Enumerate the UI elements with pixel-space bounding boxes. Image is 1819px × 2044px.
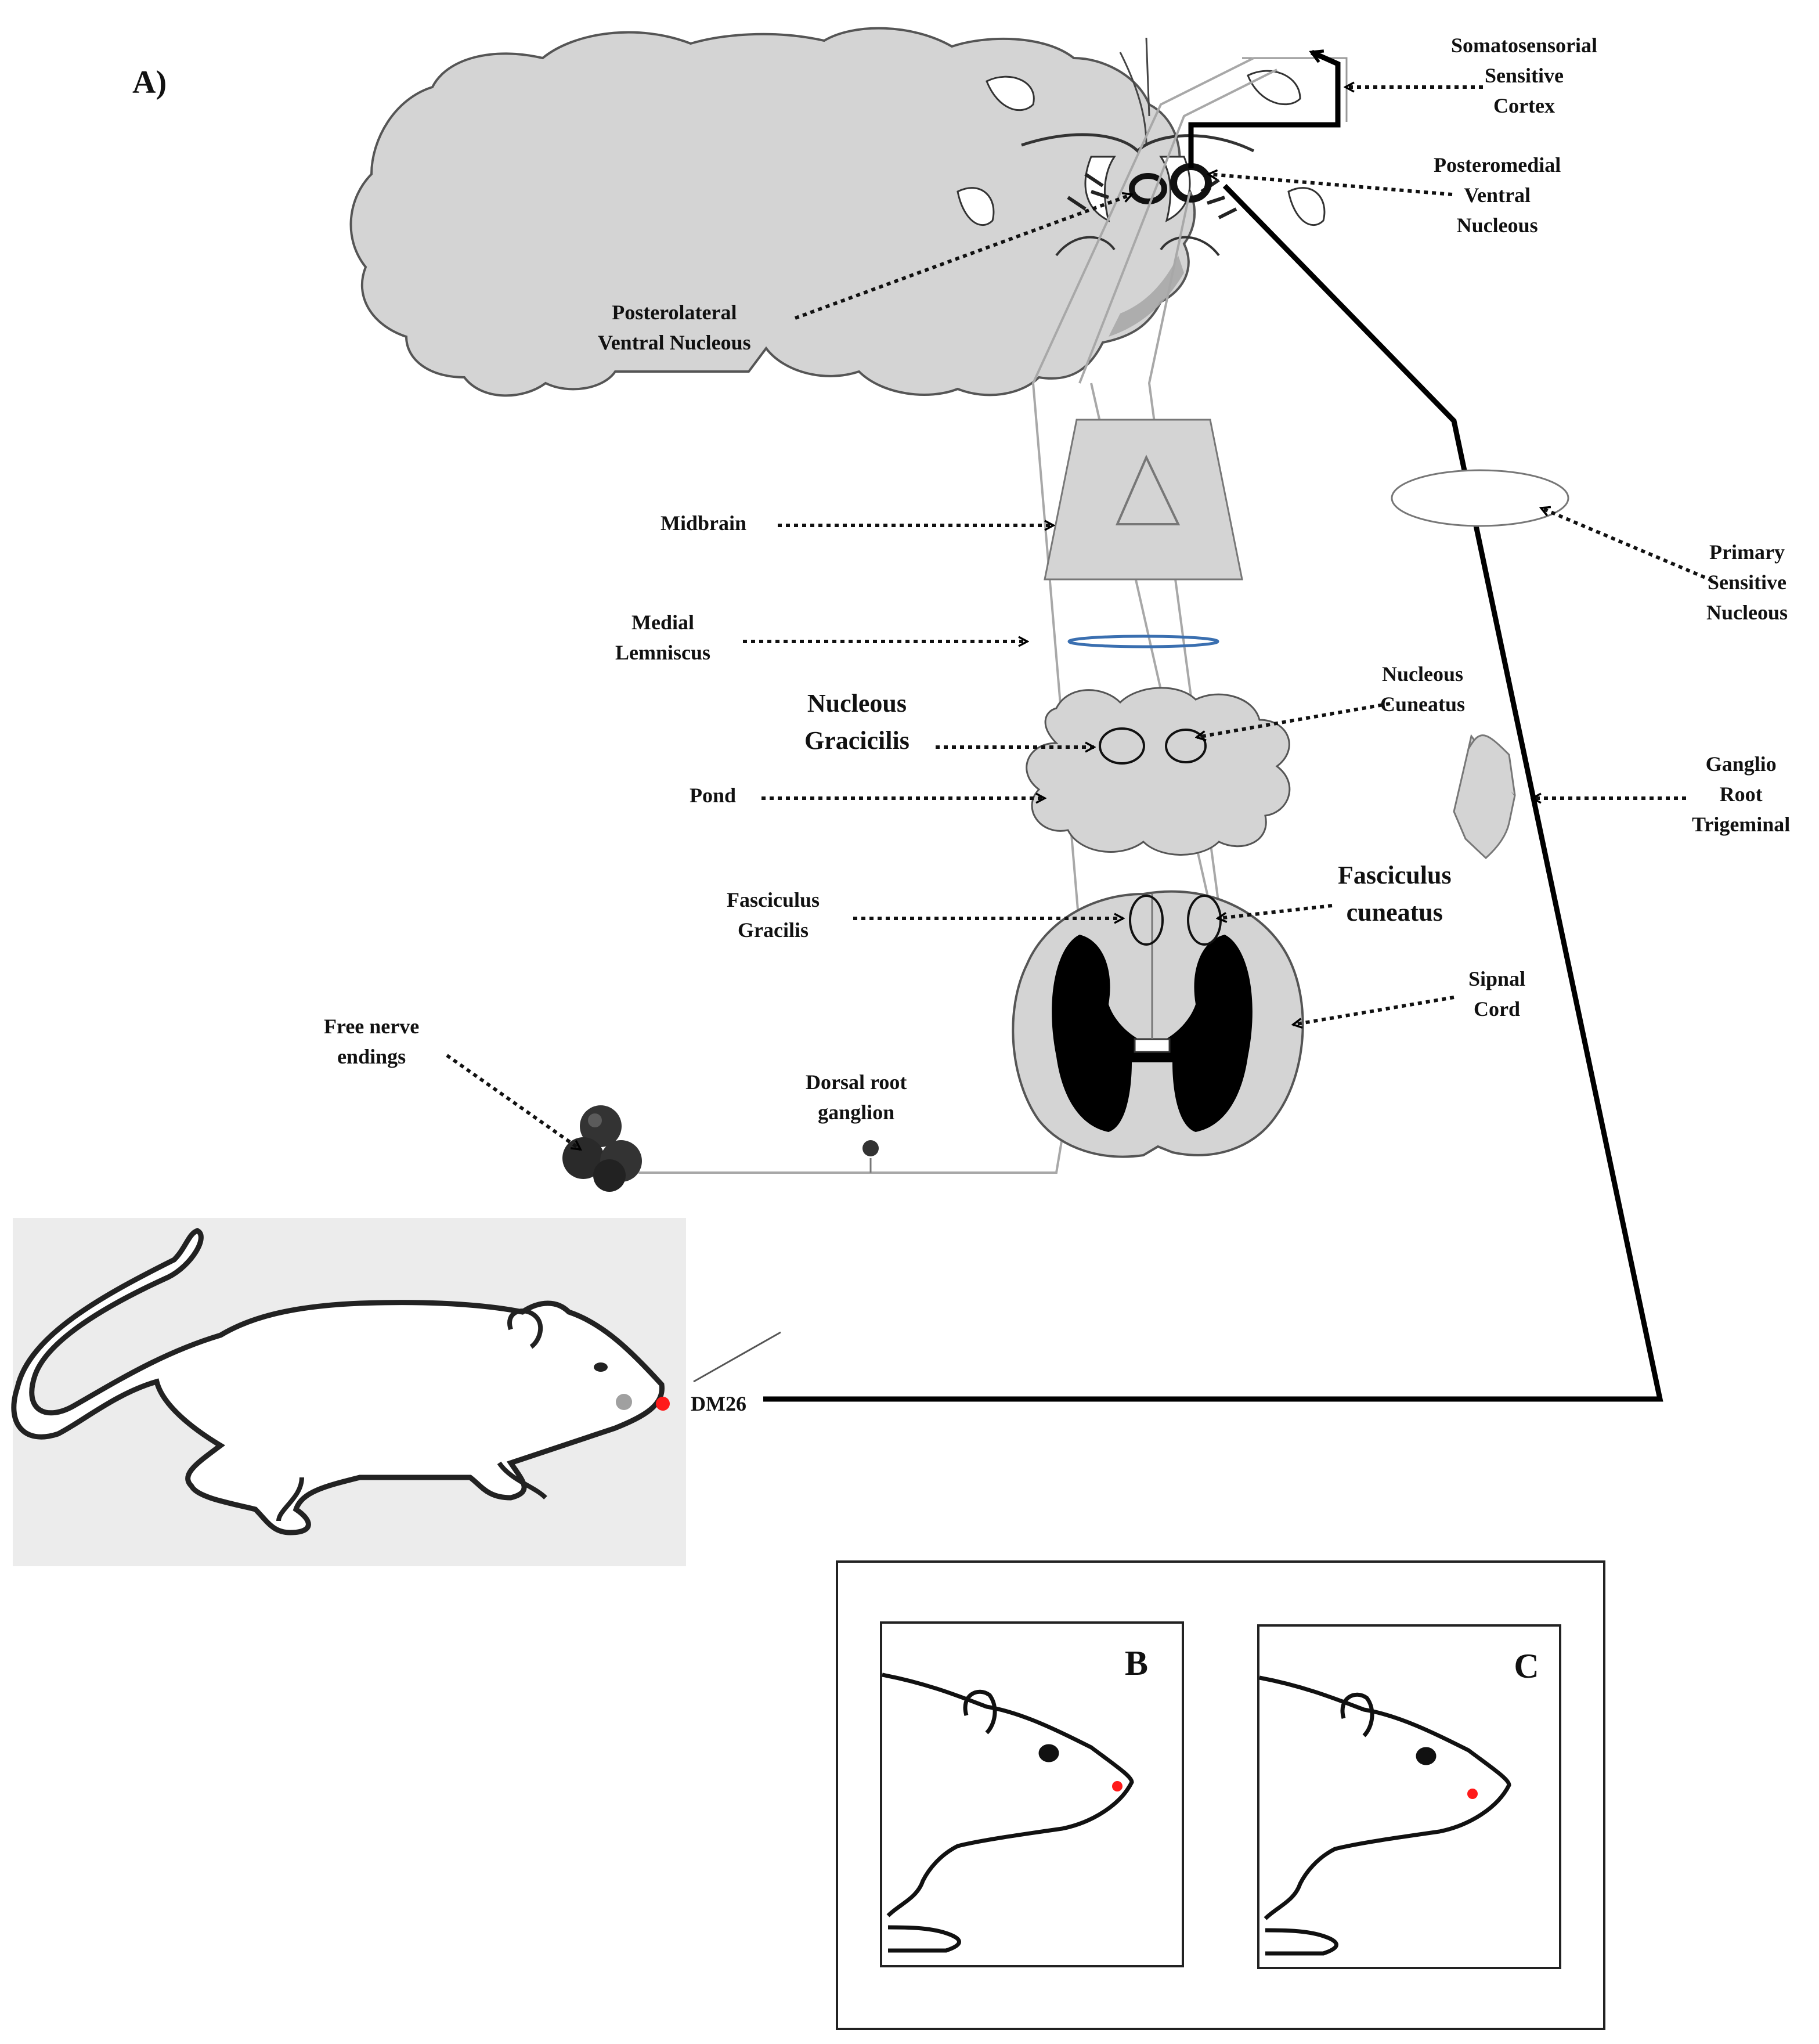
inset-b-acupoint <box>1112 1781 1123 1791</box>
arrow-fasciculus-cuneatus <box>1218 904 1333 918</box>
cortex-fold-left <box>986 75 1035 111</box>
arrow-primary-sensitive <box>1541 508 1713 582</box>
inset-c-label: C <box>1514 1647 1539 1685</box>
label-somatosensorial-cortex: Somatosensorial Sensitive Cortex <box>1451 30 1597 121</box>
inset-frame <box>836 1560 1605 2030</box>
brain-section <box>349 27 1348 397</box>
fiber-tract-left <box>1067 172 1109 211</box>
medial-lemniscus-shape <box>1067 635 1219 648</box>
inset-b-label: B <box>1125 1644 1148 1682</box>
pond-shape <box>1026 687 1291 856</box>
label-spinal-cord: Sipnal Cord <box>1468 964 1525 1024</box>
dorsal-root-ganglion-shape <box>862 1140 879 1156</box>
label-line: endings <box>337 1045 406 1069</box>
label-line: Ventral Nucleous <box>598 331 751 355</box>
lateral-fold-right <box>1287 187 1326 226</box>
label-line: Root <box>1719 783 1763 806</box>
label-line: Sensitive <box>1708 571 1787 594</box>
label-line: Fasciculus <box>1338 861 1452 889</box>
label-line: Nucleous <box>1456 214 1538 237</box>
label-line: Free nerve <box>324 1015 420 1038</box>
label-line: Cuneatus <box>1380 693 1466 716</box>
posterolateral-nucleus-circle <box>1129 173 1167 204</box>
arrow-spinal-cord <box>1293 996 1455 1025</box>
label-medial-lemniscus: Medial Lemniscus <box>615 607 710 668</box>
label-line: Midbrain <box>661 511 747 535</box>
fasciculus-gracilis-shape <box>1129 895 1164 946</box>
label-fasciculus-gracilis: Fasciculus Gracilis <box>727 885 820 945</box>
label-line: Cord <box>1474 997 1521 1021</box>
label-line: Nucleous <box>1706 601 1788 625</box>
label-posteromedial-ventral: Posteromedial Ventral Nucleous <box>1434 150 1561 241</box>
inset-c-frame <box>1257 1624 1561 1969</box>
label-primary-sensitive: Primary Sensitive Nucleous <box>1706 537 1788 628</box>
trigeminal-ganglion-shape <box>1453 734 1516 860</box>
nucleus-cuneatus-shape <box>1165 729 1207 763</box>
midbrain-triangle-icon <box>1115 455 1181 525</box>
label-line: Gracicilis <box>804 726 910 755</box>
label-free-nerve-endings: Free nerve endings <box>324 1011 419 1072</box>
inset-b-rat-head <box>882 1672 1134 1953</box>
label-fasciculus-cuneatus: Fasciculus cuneatus <box>1338 857 1452 931</box>
label-line: Nucleous <box>1382 662 1464 686</box>
label-line: Pond <box>690 784 737 807</box>
label-line: Dorsal root <box>806 1070 907 1094</box>
label-nucleous-gracilis: Nucleous Gracicilis <box>804 685 910 759</box>
label-ganglio-root-trigeminal: Ganglio Root Trigeminal <box>1692 749 1790 840</box>
label-line: Sensitive <box>1484 64 1564 88</box>
hippocampus-left <box>1055 236 1116 257</box>
label-line: DM26 <box>691 1392 746 1415</box>
nucleus-gracilis-shape <box>1099 727 1145 765</box>
arrow-posterolateral <box>794 194 1132 320</box>
label-line: Fasciculus <box>727 888 820 911</box>
label-line: Sipnal <box>1468 967 1526 990</box>
label-line: cuneatus <box>1346 897 1443 927</box>
label-line: Somatosensorial <box>1451 34 1597 57</box>
label-line: Ganglio <box>1705 752 1777 776</box>
label-line: ganglion <box>818 1101 895 1124</box>
label-line: Posteromedial <box>1434 153 1561 176</box>
label-midbrain: Midbrain <box>661 508 746 538</box>
label-dorsal-root-ganglion: Dorsal root ganglion <box>806 1067 907 1127</box>
dm26-acupoint <box>656 1397 670 1411</box>
inset-c-acupoint <box>1467 1789 1478 1799</box>
brain-shading <box>1109 255 1184 337</box>
trigeminal-pathway <box>763 183 1663 1402</box>
label-line: Ventral <box>1464 183 1531 207</box>
label-line: Cortex <box>1493 94 1555 118</box>
label-line: Medial <box>631 611 694 634</box>
panel-label: A) <box>132 64 167 100</box>
label-dm26: DM26 <box>691 1389 746 1419</box>
inset-c-rat-head <box>1259 1675 1511 1956</box>
rat-illustration <box>11 1218 781 1566</box>
free-nerve-endings-shape <box>562 1105 642 1192</box>
label-line: Gracilis <box>738 918 809 942</box>
midbrain-shape <box>1044 419 1243 581</box>
arrow-free-nerve <box>446 1054 580 1151</box>
arrow-nucleous-cuneatus <box>1197 702 1391 737</box>
label-line: Posterolateral <box>612 301 737 324</box>
lateral-fold-left <box>957 187 995 226</box>
inset-b-frame <box>880 1621 1184 1967</box>
label-nucleous-cuneatus: Nucleous Cuneatus <box>1380 659 1465 719</box>
hippocampus-right <box>1160 236 1220 257</box>
brain-outline <box>349 27 1196 397</box>
label-line: Primary <box>1709 540 1785 564</box>
cortex-target-box <box>1242 57 1348 122</box>
label-line: Nucleous <box>807 689 907 718</box>
leader-arrows <box>446 87 1713 1151</box>
arrow-posteromedial <box>1208 174 1453 196</box>
primary-sensitive-nucleus-shape <box>1391 469 1569 527</box>
cortex-fold-right <box>1247 70 1301 106</box>
corpus-callosum <box>1021 133 1255 153</box>
label-posterolateral-ventral: Posterolateral Ventral Nucleous <box>598 297 751 358</box>
cortex-projection <box>1188 52 1341 168</box>
needle <box>693 1331 781 1383</box>
spinal-cord-shape <box>1012 890 1304 1158</box>
label-pond: Pond <box>690 780 736 810</box>
label-line: Trigeminal <box>1692 813 1791 837</box>
label-line: Lemniscus <box>615 641 711 665</box>
